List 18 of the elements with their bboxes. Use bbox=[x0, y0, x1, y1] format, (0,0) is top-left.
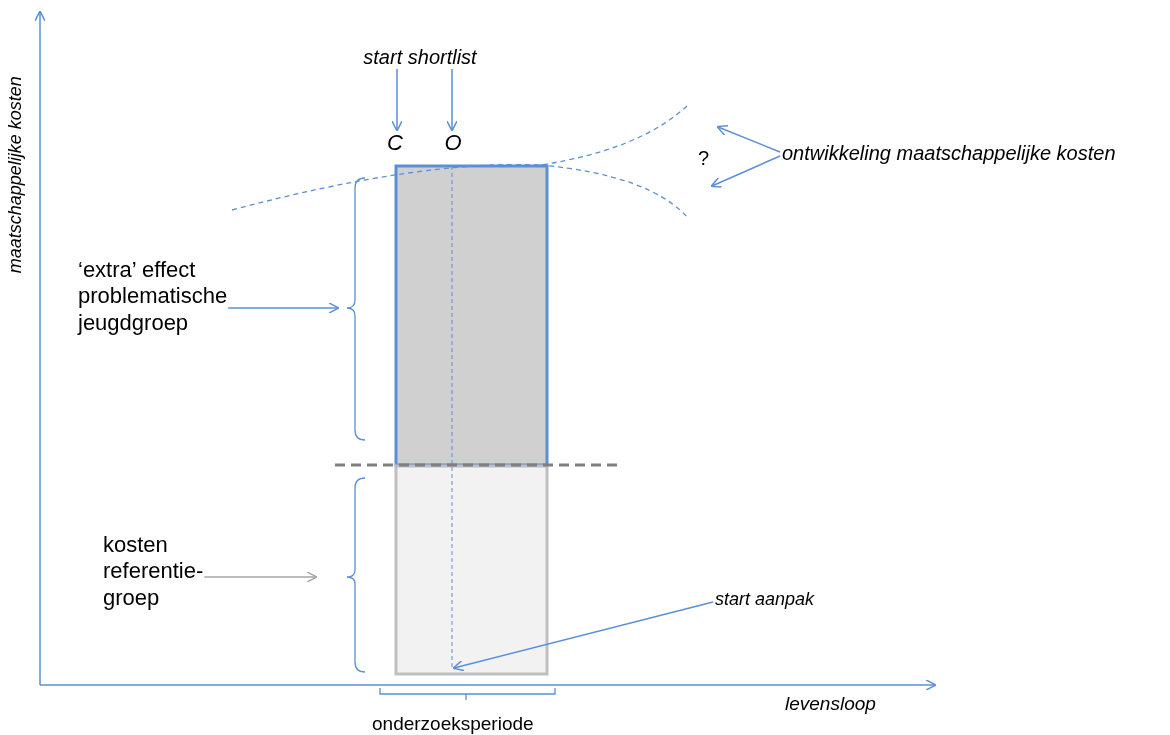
period-label: onderzoeksperiode bbox=[372, 713, 534, 735]
leader-arrow bbox=[452, 601, 714, 672]
annotation-text: kosten referentie- groep bbox=[103, 532, 204, 612]
letter-label: C bbox=[380, 130, 410, 157]
letter-label: O bbox=[438, 130, 468, 157]
leader-arrow bbox=[710, 155, 781, 188]
arrow bbox=[391, 68, 403, 132]
annotation-text: ontwikkeling maatschappelijke kosten bbox=[782, 141, 1167, 165]
annotation-text: start shortlist bbox=[330, 45, 510, 69]
leader-arrow bbox=[716, 125, 781, 153]
question-mark: ? bbox=[698, 146, 710, 170]
annotation-text: ‘extra’ effect problematische jeugdgroep bbox=[78, 257, 228, 337]
leader-arrow bbox=[203, 571, 318, 583]
leader-arrow bbox=[227, 302, 340, 314]
axis-label: maatschappelijke kosten bbox=[4, 76, 26, 274]
arrow bbox=[446, 68, 458, 132]
annotation-text: start aanpak bbox=[715, 589, 865, 611]
axis-label: levensloop bbox=[785, 693, 876, 716]
